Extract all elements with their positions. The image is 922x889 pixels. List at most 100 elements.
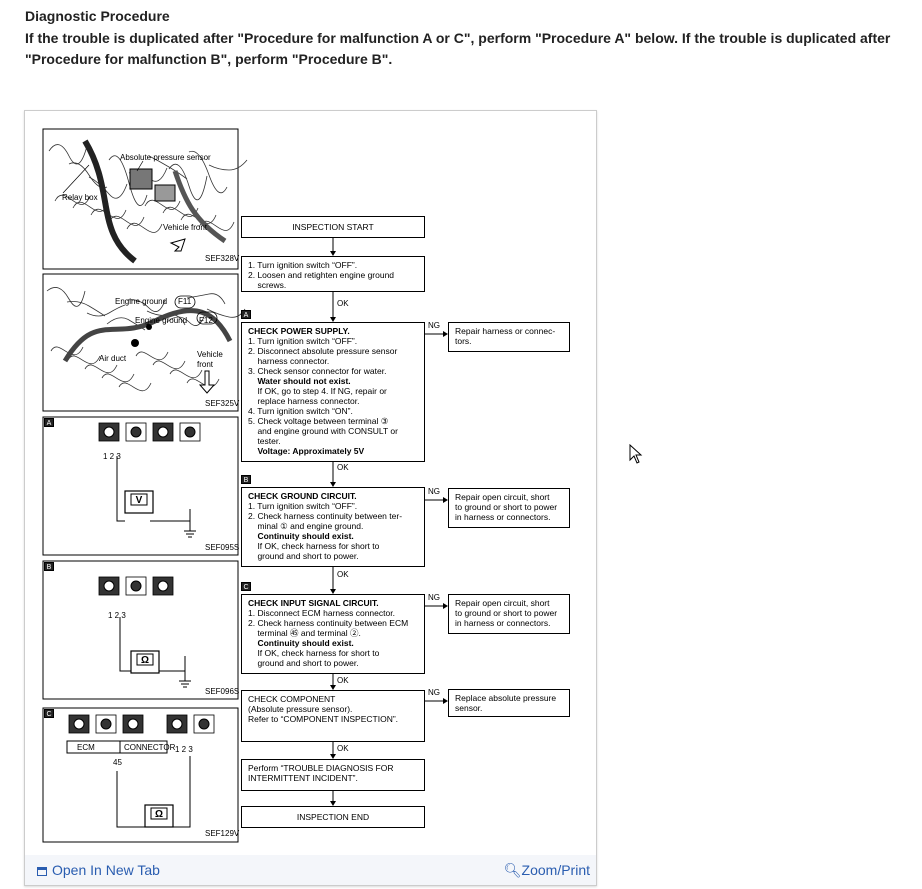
svg-text:Ω: Ω: [141, 655, 149, 666]
label-pin-45: 45: [113, 758, 122, 767]
ng-line: to ground or short to power: [455, 502, 558, 512]
flow-step-check-component[interactable]: CHECK COMPONENT(Absolute pressure sensor…: [241, 690, 425, 742]
label-relay-box: Relay box: [62, 193, 98, 202]
flow-line: 5. Check voltage between terminal ③: [248, 416, 389, 426]
open-in-new-tab-label: Open In New Tab: [52, 862, 160, 878]
label-front: front: [197, 360, 214, 369]
label-connector: CONNECTOR: [124, 743, 176, 752]
flow-line: screws.: [248, 280, 287, 290]
flow-marker-b: B: [241, 475, 251, 484]
label-vehicle-front: Vehicle front: [163, 223, 208, 232]
flow-marker-c: C: [241, 582, 251, 591]
svg-text:V: V: [136, 495, 143, 506]
ng-action-repair-harness[interactable]: Repair harness or connec-tors.: [448, 322, 570, 352]
flow-line: 2. Check harness continuity between ECM: [248, 618, 409, 628]
ng-line: to ground or short to power: [455, 608, 558, 618]
flow-line: and engine ground with CONSULT or: [248, 426, 398, 436]
flow-step-ground-screws[interactable]: 1. Turn ignition switch “OFF”.2. Loosen …: [241, 256, 425, 292]
panel-marker-c: C: [44, 709, 54, 718]
panel-marker-b: B: [44, 562, 54, 571]
flow-line: 3. Check sensor connector for water.: [248, 366, 387, 376]
ng-line: Replace absolute pressure: [455, 693, 557, 703]
flow-line: 1. Turn ignition switch “OFF”.: [248, 336, 358, 346]
label-vehicle: Vehicle: [197, 350, 223, 359]
ng-line: sensor.: [455, 703, 483, 713]
flow-line: If OK, check harness for short to: [248, 648, 380, 658]
label-terminals-c: 1 2 3: [175, 745, 193, 754]
flow-step-check-ground-circuit[interactable]: CHECK GROUND CIRCUIT.1. Turn ignition sw…: [241, 487, 425, 567]
ok-label-5: OK: [337, 744, 349, 753]
ng-line: Repair open circuit, short: [455, 598, 550, 608]
label-terminals-b: 1 2 3: [108, 611, 126, 620]
flow-line: 2. Loosen and retighten engine ground: [248, 270, 395, 280]
open-in-new-tab-link[interactable]: Open In New Tab: [37, 862, 160, 878]
flow-line: Refer to “COMPONENT INSPECTION”.: [248, 714, 399, 724]
flow-line: terminal ㊺ and terminal ②.: [248, 628, 361, 638]
flow-line: 1. Turn ignition switch “OFF”.: [248, 501, 358, 511]
flow-line: harness connector.: [248, 356, 330, 366]
flow-inspection-start[interactable]: INSPECTION START: [241, 216, 425, 238]
ng-line: Repair harness or connec-: [455, 326, 556, 336]
label-f12: F12: [199, 316, 213, 325]
label-engine-ground: Engine ground: [115, 297, 168, 306]
flow-line: 2. Check harness continuity between ter-: [248, 511, 403, 521]
flow-inspection-end[interactable]: INSPECTION END: [241, 806, 425, 828]
panel-marker-a: A: [44, 418, 54, 427]
flow-line: 1. Disconnect ECM harness connector.: [248, 608, 395, 618]
ng-line: in harness or connectors.: [455, 618, 551, 628]
flow-line: ground and short to power.: [248, 551, 359, 561]
flow-line: 4. Turn ignition switch “ON”.: [248, 406, 353, 416]
flow-marker-a: A: [241, 310, 251, 319]
label-sef129v: SEF129V: [205, 829, 240, 838]
ng-line: tors.: [455, 336, 472, 346]
label-air-duct: Air duct: [99, 354, 127, 363]
flow-line: replace harness connector.: [248, 396, 360, 406]
flow-line: Voltage: Approximately 5V: [248, 446, 365, 456]
flow-line: CHECK POWER SUPPLY.: [248, 326, 350, 336]
illustration-panel-1: [42, 128, 239, 270]
flow-line: Perform “TROUBLE DIAGNOSIS FOR: [248, 763, 394, 773]
flow-line: INTERMITTENT INCIDENT”.: [248, 773, 358, 783]
ng-label-4: NG: [428, 688, 440, 697]
ng-label-1: NG: [428, 321, 440, 330]
flow-line: Water should not exist.: [248, 376, 351, 386]
label-ecm: ECM: [77, 743, 95, 752]
ng-label-2: NG: [428, 487, 440, 496]
flow-line: tester.: [248, 436, 281, 446]
ok-label-2: OK: [337, 463, 349, 472]
label-engine-ground-2: Engine ground: [135, 316, 188, 325]
flow-line: 1. Turn ignition switch “OFF”.: [248, 260, 358, 270]
figure-drawing: V Ω Ω: [42, 128, 448, 843]
label-sef095s: SEF095S: [205, 543, 240, 552]
flow-line: minal ① and engine ground.: [248, 521, 364, 531]
zoom-print-link[interactable]: 🔍︎Zoom/Print: [504, 862, 590, 879]
ng-line: Repair open circuit, short: [455, 492, 550, 502]
ng-line: in harness or connectors.: [455, 512, 551, 522]
flow-line: If OK, go to step 4. If NG, repair or: [248, 386, 387, 396]
flow-step-check-power-supply[interactable]: CHECK POWER SUPPLY.1. Turn ignition swit…: [241, 322, 425, 462]
section-title: Diagnostic Procedure: [25, 8, 170, 24]
flow-line: ground and short to power.: [248, 658, 359, 668]
flow-line: INSPECTION START: [292, 222, 374, 232]
label-f11: F11: [178, 297, 192, 306]
figure-footer: Open In New Tab 🔍︎Zoom/Print: [25, 855, 596, 885]
flow-line: Continuity should exist.: [248, 531, 354, 541]
external-link-icon: [37, 867, 47, 876]
mouse-cursor-icon: [629, 444, 643, 464]
flow-step-check-input-signal[interactable]: CHECK INPUT SIGNAL CIRCUIT.1. Disconnect…: [241, 594, 425, 674]
ok-label-3: OK: [337, 570, 349, 579]
flow-line: CHECK COMPONENT: [248, 694, 336, 704]
ok-label-4: OK: [337, 676, 349, 685]
label-sef096s: SEF096S: [205, 687, 240, 696]
svg-text:Ω: Ω: [155, 809, 163, 820]
engine-sketch-2: [46, 287, 246, 392]
label-absolute-pressure-sensor: Absolute pressure sensor: [120, 153, 211, 162]
section-description: If the trouble is duplicated after "Proc…: [25, 30, 891, 67]
label-sef328v: SEF328V: [205, 254, 240, 263]
